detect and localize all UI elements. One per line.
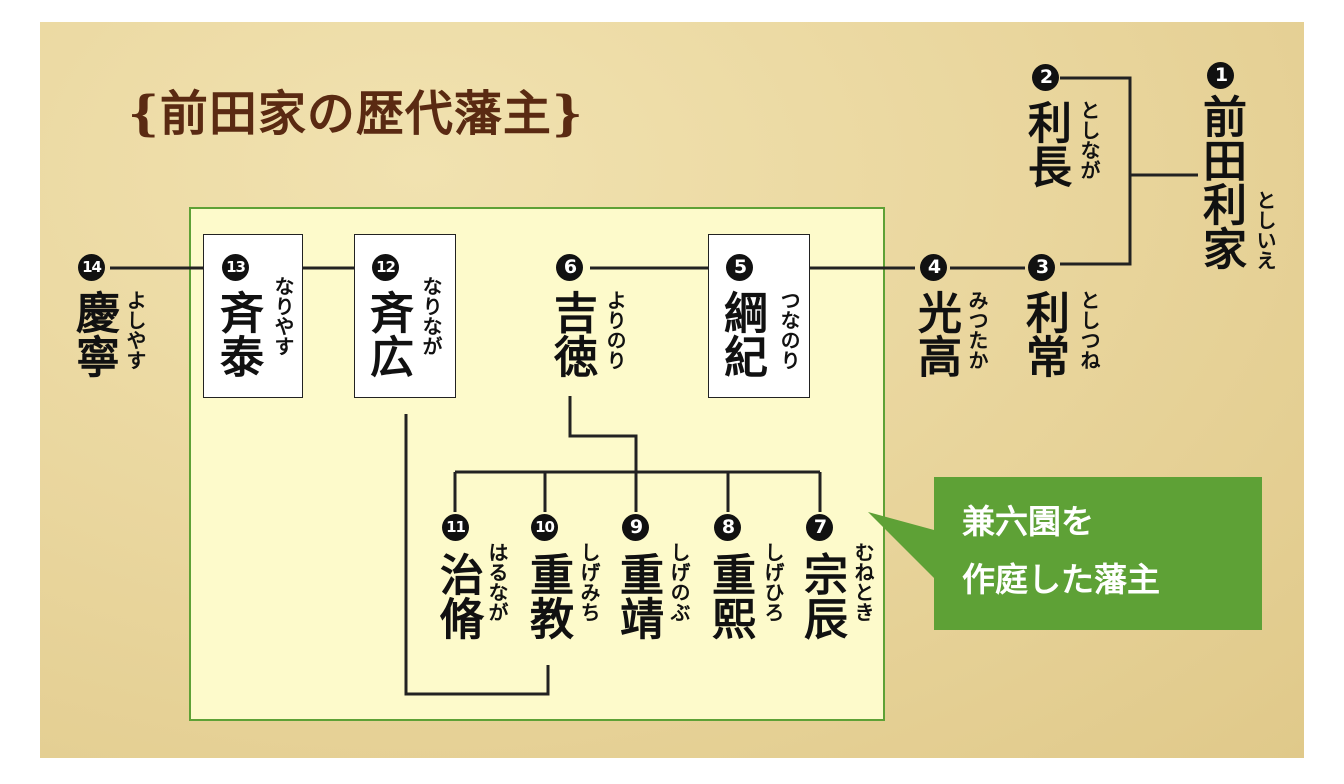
lord-name: 重靖 xyxy=(612,552,663,640)
lord-name: 利長 xyxy=(1020,100,1071,188)
lord-reading: しげみち xyxy=(577,542,601,622)
lord-reading: としいえ xyxy=(1253,190,1277,270)
lord-name: 宗辰 xyxy=(796,552,847,640)
lord-name: 治脩 xyxy=(432,552,483,640)
callout-line-1: 兼六園を xyxy=(962,502,1094,541)
callout-pointer xyxy=(868,512,934,578)
lord-reading: よしやす xyxy=(123,290,147,370)
lord-name: 慶寧 xyxy=(68,290,119,378)
lord-reading: なりやす xyxy=(271,276,295,356)
callout-box xyxy=(934,477,1262,630)
lord-number-badge: 6 xyxy=(556,254,583,281)
lord-name: 綱紀 xyxy=(716,290,767,378)
lord-name: 前田利家 xyxy=(1195,94,1246,270)
lord-name: 斉広 xyxy=(362,290,413,378)
lord-name: 斉泰 xyxy=(212,290,263,378)
lord-name: 重教 xyxy=(522,552,573,640)
lord-reading: みつたか xyxy=(965,290,989,370)
lord-name: 重熙 xyxy=(704,552,755,640)
lord-number-badge: 3 xyxy=(1028,254,1055,281)
lord-reading: しげのぶ xyxy=(667,542,691,622)
lord-number-badge: 10 xyxy=(531,514,558,541)
lord-number-badge: 5 xyxy=(726,254,753,281)
line-6-to-children xyxy=(568,396,638,472)
lord-reading: つなのり xyxy=(777,290,801,370)
lord-reading: しげひろ xyxy=(761,542,785,622)
lord-number-badge: 14 xyxy=(78,254,105,281)
lord-name: 利常 xyxy=(1018,290,1069,378)
lord-number-badge: 11 xyxy=(442,514,469,541)
lord-reading: よりのり xyxy=(603,290,627,370)
line-10-to-12 xyxy=(404,414,550,696)
callout-line-2: 作庭した藩主 xyxy=(962,560,1160,599)
box-lord-5 xyxy=(708,234,810,398)
lord-name: 光高 xyxy=(910,290,961,378)
lord-number-badge: 8 xyxy=(714,514,741,541)
line-2-3-bracket xyxy=(1060,76,1132,266)
lord-number-badge: 7 xyxy=(806,514,833,541)
lord-reading: としなが xyxy=(1077,100,1101,180)
lord-number-badge: 4 xyxy=(920,254,947,281)
lord-reading: なりなが xyxy=(419,276,443,356)
lord-name: 吉徳 xyxy=(546,290,597,378)
lord-number-badge: 2 xyxy=(1032,64,1059,91)
box-lord-13 xyxy=(203,234,303,398)
lord-number-badge: 13 xyxy=(222,254,249,281)
lord-reading: むねとき xyxy=(851,542,875,622)
lord-reading: はるなが xyxy=(485,542,509,622)
lord-number-badge: 9 xyxy=(622,514,649,541)
box-lord-12 xyxy=(354,234,456,398)
lord-reading: としつね xyxy=(1077,290,1101,370)
lord-number-badge: 12 xyxy=(372,254,399,281)
page-title: {前田家の歴代藩主} xyxy=(128,86,584,142)
lord-number-badge: 1 xyxy=(1207,62,1234,89)
